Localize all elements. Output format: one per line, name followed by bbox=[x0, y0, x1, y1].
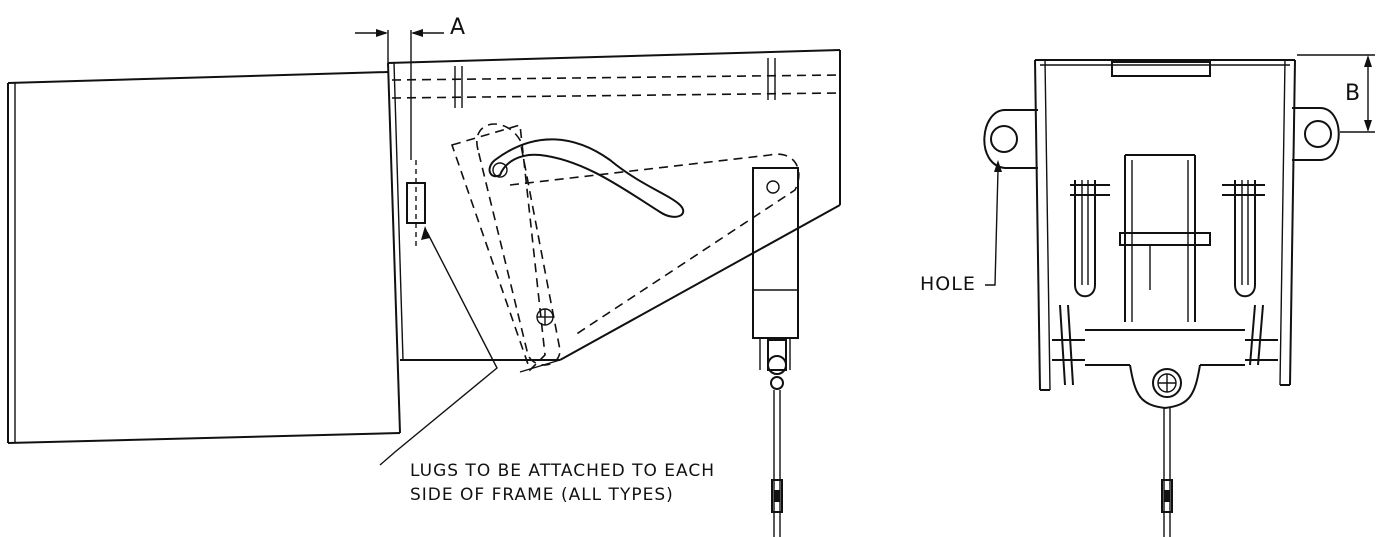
vertical-link bbox=[752, 167, 799, 537]
swing-arm bbox=[450, 123, 561, 372]
side-view-outer-box bbox=[7, 71, 401, 444]
front-view: B HOLE bbox=[920, 54, 1375, 537]
dimension-b: B bbox=[1297, 54, 1375, 133]
bottom-yoke bbox=[1085, 329, 1245, 537]
side-view: A bbox=[7, 15, 841, 537]
curved-slot bbox=[488, 138, 685, 218]
front-view-frame bbox=[1034, 59, 1296, 391]
note-line-1: LUGS TO BE ATTACHED TO EACH bbox=[410, 461, 715, 481]
arm-pin bbox=[766, 180, 780, 194]
center-channel bbox=[1119, 154, 1211, 322]
note-leader bbox=[379, 226, 498, 466]
dimension-a: A bbox=[355, 15, 465, 160]
dim-b-label: B bbox=[1345, 81, 1360, 106]
hole-callout: HOLE bbox=[920, 160, 1002, 295]
ear-lug-left bbox=[983, 109, 1038, 169]
dim-a-label: A bbox=[450, 15, 465, 40]
note-line-2: SIDE OF FRAME (ALL TYPES) bbox=[410, 485, 674, 505]
side-view-top-bolts bbox=[391, 58, 841, 108]
hole-label: HOLE bbox=[920, 273, 976, 295]
ear-lug-right bbox=[1292, 107, 1340, 161]
spring-right bbox=[1222, 180, 1278, 366]
spring-left bbox=[1052, 180, 1110, 386]
pivot-hole bbox=[492, 162, 508, 178]
side-view-frame-plate bbox=[387, 49, 841, 434]
